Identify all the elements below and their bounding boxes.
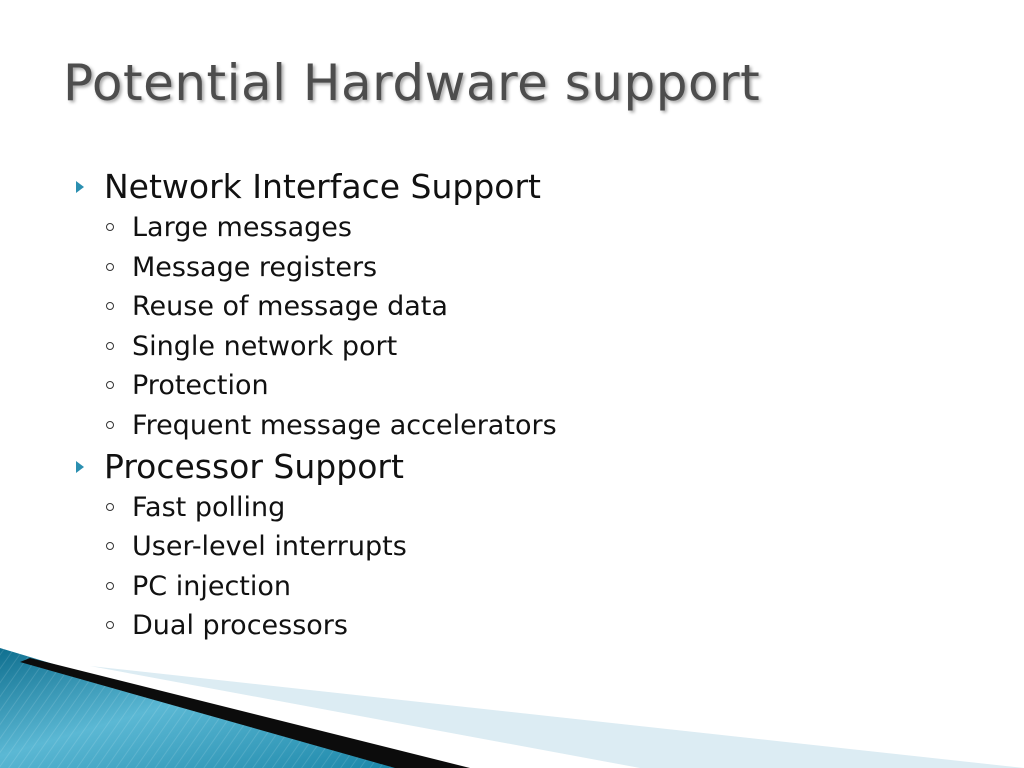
circle-bullet-icon: [106, 302, 114, 311]
triangle-bullet-icon: [76, 460, 84, 473]
circle-bullet-icon: [106, 223, 114, 231]
decorative-swoosh: [0, 648, 1024, 768]
list-item-label: Protection: [132, 370, 269, 402]
list-item: Single network port: [70, 327, 970, 367]
list-item: User-level interrupts: [70, 527, 970, 567]
list-item-label: Dual processors: [132, 610, 348, 642]
section-heading-label: Network Interface Support: [104, 167, 541, 206]
circle-bullet-icon: [106, 341, 114, 350]
list-item-label: Frequent message accelerators: [132, 409, 557, 441]
circle-bullet-icon: [106, 381, 114, 390]
list-item: Reuse of message data: [70, 287, 970, 327]
list-item: Message registers: [70, 248, 970, 288]
section-heading-label: Processor Support: [104, 446, 404, 486]
list-item: Protection: [70, 366, 970, 406]
list-item-label: Single network port: [132, 330, 398, 362]
circle-bullet-icon: [106, 262, 114, 271]
section-heading: Network Interface Support: [70, 166, 970, 208]
list-item: PC injection: [70, 567, 970, 607]
list-item: Dual processors: [70, 606, 970, 646]
bullet-list: Network Interface Support Large messages…: [70, 166, 970, 646]
list-item-label: Fast polling: [132, 491, 286, 523]
circle-bullet-icon: [106, 581, 114, 590]
circle-bullet-icon: [106, 542, 114, 551]
circle-bullet-icon: [106, 502, 114, 511]
list-item: Large messages: [70, 208, 970, 248]
slide-title: Potential Hardware support: [63, 54, 761, 112]
section-heading: Processor Support: [70, 446, 970, 488]
list-item: Frequent message accelerators: [70, 406, 970, 446]
list-item-label: Large messages: [132, 212, 352, 243]
list-item-label: PC injection: [132, 570, 292, 602]
circle-bullet-icon: [106, 420, 114, 429]
list-item-label: Message registers: [132, 251, 378, 283]
list-item-label: User-level interrupts: [132, 531, 407, 563]
list-item: Fast polling: [70, 488, 970, 528]
list-item-label: Reuse of message data: [132, 291, 448, 323]
circle-bullet-icon: [106, 621, 114, 630]
black-stripe: [20, 658, 470, 768]
light-band: [90, 666, 1024, 768]
triangle-bullet-icon: [76, 181, 84, 193]
